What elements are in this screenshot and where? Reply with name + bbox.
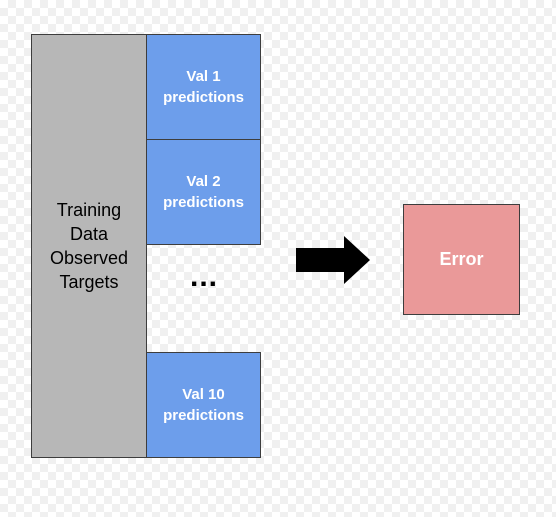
- error-label: Error: [439, 249, 484, 269]
- val-2-predictions-label: Val 2 predictions: [163, 171, 244, 213]
- val-1-title: Val 1: [186, 68, 221, 85]
- val-2-predictions-box: Val 2 predictions: [146, 139, 261, 245]
- training-label-line-1: Training: [56, 200, 122, 220]
- val-10-predictions-box: Val 10 predictions: [146, 352, 261, 458]
- val-10-subtitle: predictions: [163, 407, 244, 424]
- val-1-predictions-label: Val 1 predictions: [163, 66, 244, 108]
- error-box: Error: [403, 204, 520, 315]
- training-label-line-4: Targets: [59, 272, 119, 292]
- training-label-line-2: Data: [69, 224, 108, 244]
- val-1-subtitle: predictions: [163, 89, 244, 106]
- val-10-predictions-label: Val 10 predictions: [163, 384, 244, 426]
- training-data-observed-targets-box: Training Data Observed Targets: [31, 34, 147, 458]
- val-2-title: Val 2: [186, 173, 221, 190]
- training-box-label: Training Data Observed Targets: [50, 198, 128, 294]
- val-2-subtitle: predictions: [163, 194, 244, 211]
- ellipsis: ...: [189, 260, 218, 293]
- training-label-line-3: Observed: [49, 248, 129, 268]
- val-1-predictions-box: Val 1 predictions: [146, 34, 261, 140]
- val-10-title: Val 10: [182, 386, 225, 403]
- right-arrow-icon: [296, 236, 370, 284]
